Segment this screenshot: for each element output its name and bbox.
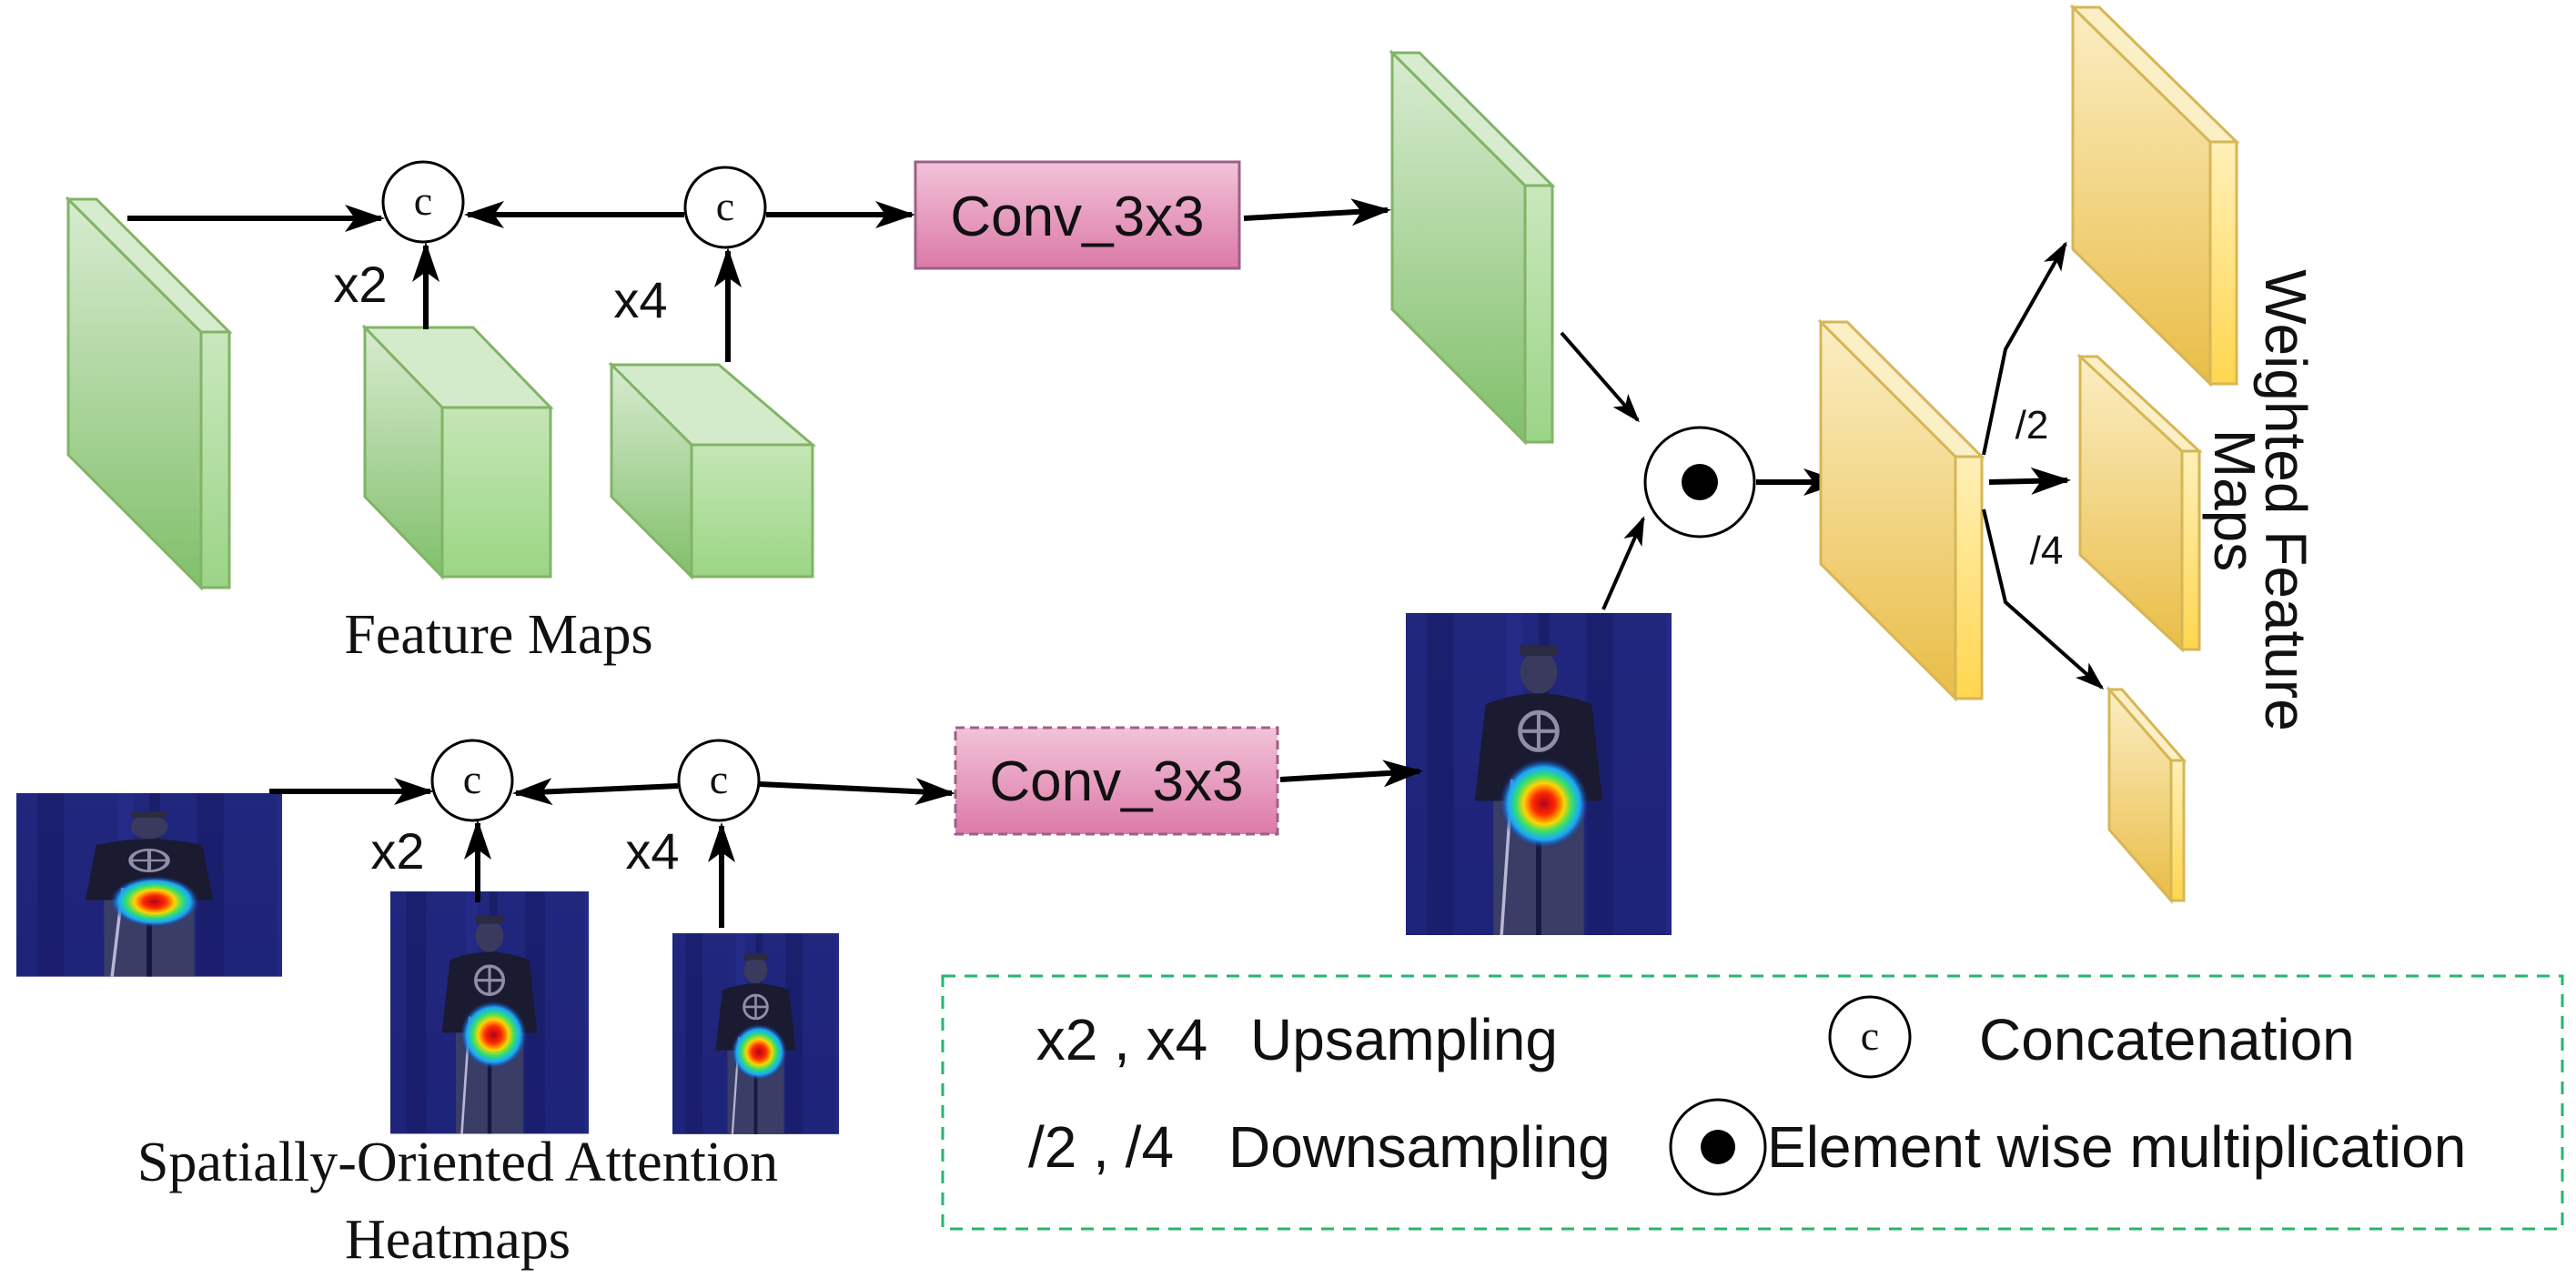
bottom-concat-symbol-2: c [710,756,728,802]
weighted-feature-map-full [2069,4,2240,387]
legend-concat-label: Concatenation [1979,1007,2355,1072]
arrow-slab-to-multiply [1560,331,1640,423]
heatmap-image-medium [389,890,591,1136]
bottom-conv-block: Conv_3x3 [954,726,1279,836]
conv-output-slab [1389,49,1556,446]
top-conv-label: Conv_3x3 [950,186,1204,248]
feature-map-cube-x4 [608,361,817,580]
legend-concat-icon [1828,995,1912,1079]
top-concat-symbol-2: c [716,183,734,229]
legend-downsampling-symbol: /2 , /4 [1028,1114,1174,1180]
heatmap-image-conv-output [1406,613,1672,935]
arrow-to-half [1988,467,2071,495]
weighted-caption-line1: Weighted Feature [2253,269,2318,731]
legend-upsampling-symbol: x2 , x4 [1036,1007,1208,1072]
heatmaps-caption-line2: Heatmaps [345,1209,571,1271]
downsample-arrows [1982,241,2105,689]
bottom-upsample-x2-label: x2 [370,822,424,880]
arrow-bconcat2-to-conv [759,778,955,806]
arrow-bconcat2-to-bconcat1 [512,778,679,806]
feature-map-slab-1 [65,196,233,591]
legend-box: x2 , x4 Upsampling c Concatenation /2 , … [941,974,2564,1231]
heatmap-image-large [16,793,282,977]
heatmaps-caption-line1: Spatially-Oriented Attention [137,1132,778,1193]
top-upsample-x4-label: x4 [613,271,667,328]
arrow-image-to-multiply [1601,516,1645,610]
legend-multiply-dot [1701,1130,1735,1164]
top-arrows [127,198,1391,362]
weighted-feature-map-quarter [2106,685,2187,905]
top-concat-node-2: c [683,166,767,249]
multiply-node [1643,426,1756,538]
weighted-feature-map-main [1817,318,1985,702]
downsample-quarter-label: /4 [2030,528,2064,573]
arrow-to-full [1982,241,2067,456]
heatmap-image-small [671,931,841,1136]
top-upsample-x2-label: x2 [333,256,387,313]
weighted-caption-line2: Maps [2202,429,2268,572]
multiply-arrows [1560,331,1645,610]
legend-downsampling-label: Downsampling [1228,1114,1611,1180]
top-concat-node-1: c [381,160,465,244]
feature-maps-caption: Feature Maps [344,604,652,666]
arrow-conv-to-slab [1243,198,1391,226]
bottom-concat-node-2: c [677,739,761,822]
legend-concat-symbol: c [1861,1012,1879,1059]
arrow-to-quarter [1982,508,2105,689]
legend-upsampling-label: Upsampling [1250,1007,1558,1072]
bottom-upsample-x4-label: x4 [625,822,679,880]
feature-map-cube-x2 [361,324,554,580]
weighted-feature-map-half [2076,353,2203,653]
arrow-bconv-to-image [1279,760,1423,788]
top-conv-block: Conv_3x3 [914,160,1241,270]
legend-multiply-label: Element wise multiplication [1767,1114,2466,1180]
bottom-arrows [269,760,1423,928]
feature-maps-group: Feature Maps [65,49,1556,666]
bottom-concat-node-1: c [430,739,514,822]
top-concat-symbol-1: c [414,177,432,224]
downsample-half-label: /2 [2015,403,2049,448]
bottom-concat-symbol-1: c [463,756,481,802]
bottom-conv-label: Conv_3x3 [989,750,1243,813]
